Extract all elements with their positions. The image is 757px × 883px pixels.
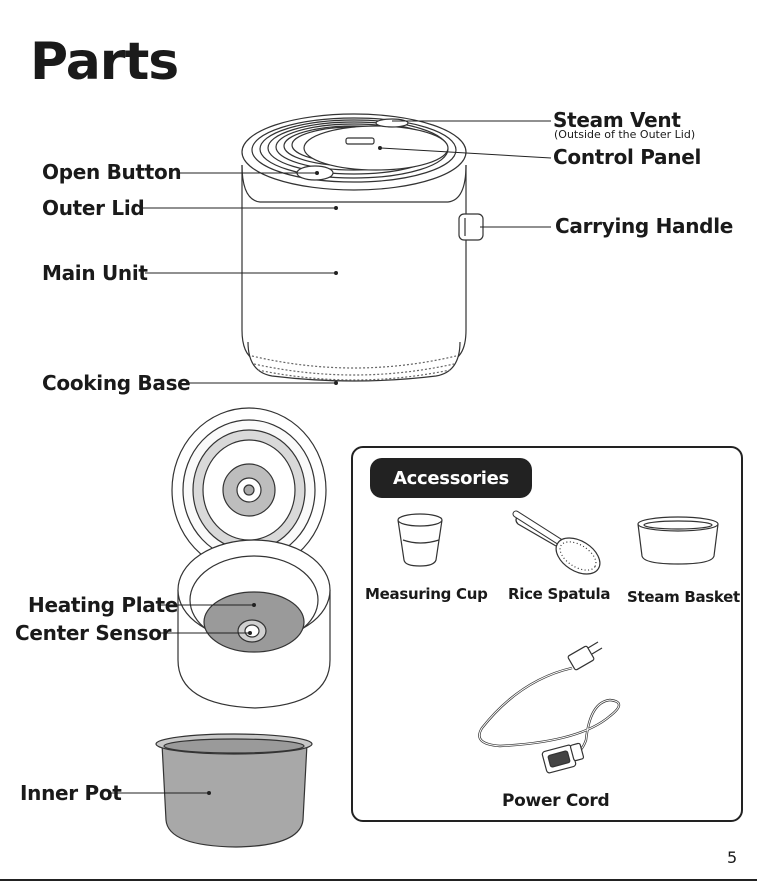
rice-cooker-illustration [242,114,483,381]
footer-rule [0,879,757,881]
label-rice-spatula: Rice Spatula [508,585,610,603]
label-open-button: Open Button [42,162,181,182]
label-center-sensor: Center Sensor [15,623,171,643]
label-main-unit: Main Unit [42,263,148,283]
label-cooking-base: Cooking Base [42,373,190,393]
accessories-panel [351,446,743,822]
accessories-title: Accessories [370,458,532,498]
label-steam-vent-note: (Outside of the Outer Lid) [554,129,695,140]
label-outer-lid: Outer Lid [42,198,144,218]
label-power-cord: Power Cord [502,791,609,811]
label-heating-plate: Heating Plate [28,595,178,615]
label-steam-basket: Steam Basket [627,588,740,606]
label-carrying-handle: Carrying Handle [555,216,733,236]
label-measuring-cup: Measuring Cup [365,585,488,603]
label-inner-pot: Inner Pot [20,783,122,803]
inner-pot-illustration [156,734,312,847]
page-number: 5 [727,848,737,867]
open-cooker-illustration [172,408,330,708]
label-steam-vent: Steam Vent [553,110,681,130]
label-control-panel: Control Panel [553,147,701,167]
